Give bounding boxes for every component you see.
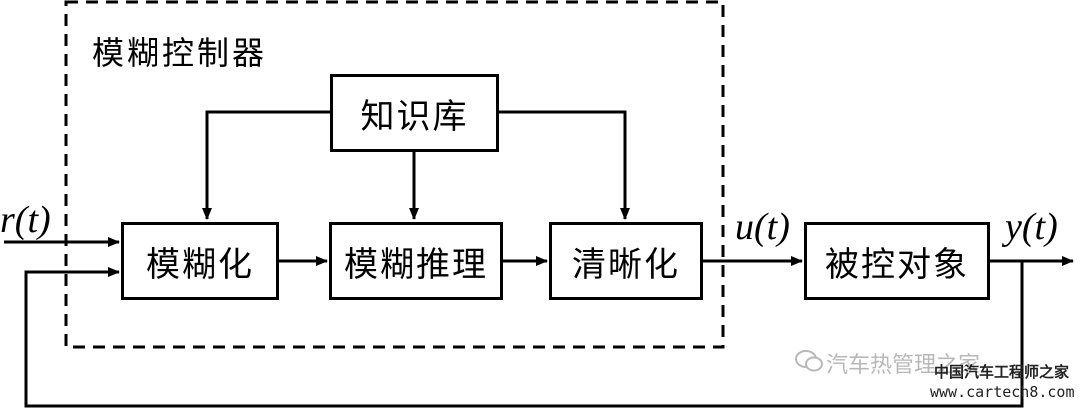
fuzzy-inference-block: 模糊推理 [329,222,503,300]
control-signal-label: u(t) [735,206,790,248]
controller-label: 模糊控制器 [92,34,268,72]
site-url-watermark: www.cartech8.com [930,383,1075,401]
wechat-icon [795,350,823,372]
feedback-arrow [24,261,1024,408]
controller-boundary [64,0,725,349]
output-signal-label: y(t) [1005,206,1058,248]
fuzzification-block: 模糊化 [121,222,279,300]
wechat-watermark: 汽车热管理之家 [826,353,981,378]
site-name-watermark: 中国汽车工程师之家 [934,363,1070,381]
input-signal-label: r(t) [0,199,51,241]
kb-to-defuzzification-arrow [499,110,630,220]
defuzzification-block: 清晰化 [549,222,703,300]
kb-to-fuzzification-arrow [202,110,330,220]
plant-block: 被控对象 [804,222,990,300]
knowledge-base-block: 知识库 [330,74,499,152]
